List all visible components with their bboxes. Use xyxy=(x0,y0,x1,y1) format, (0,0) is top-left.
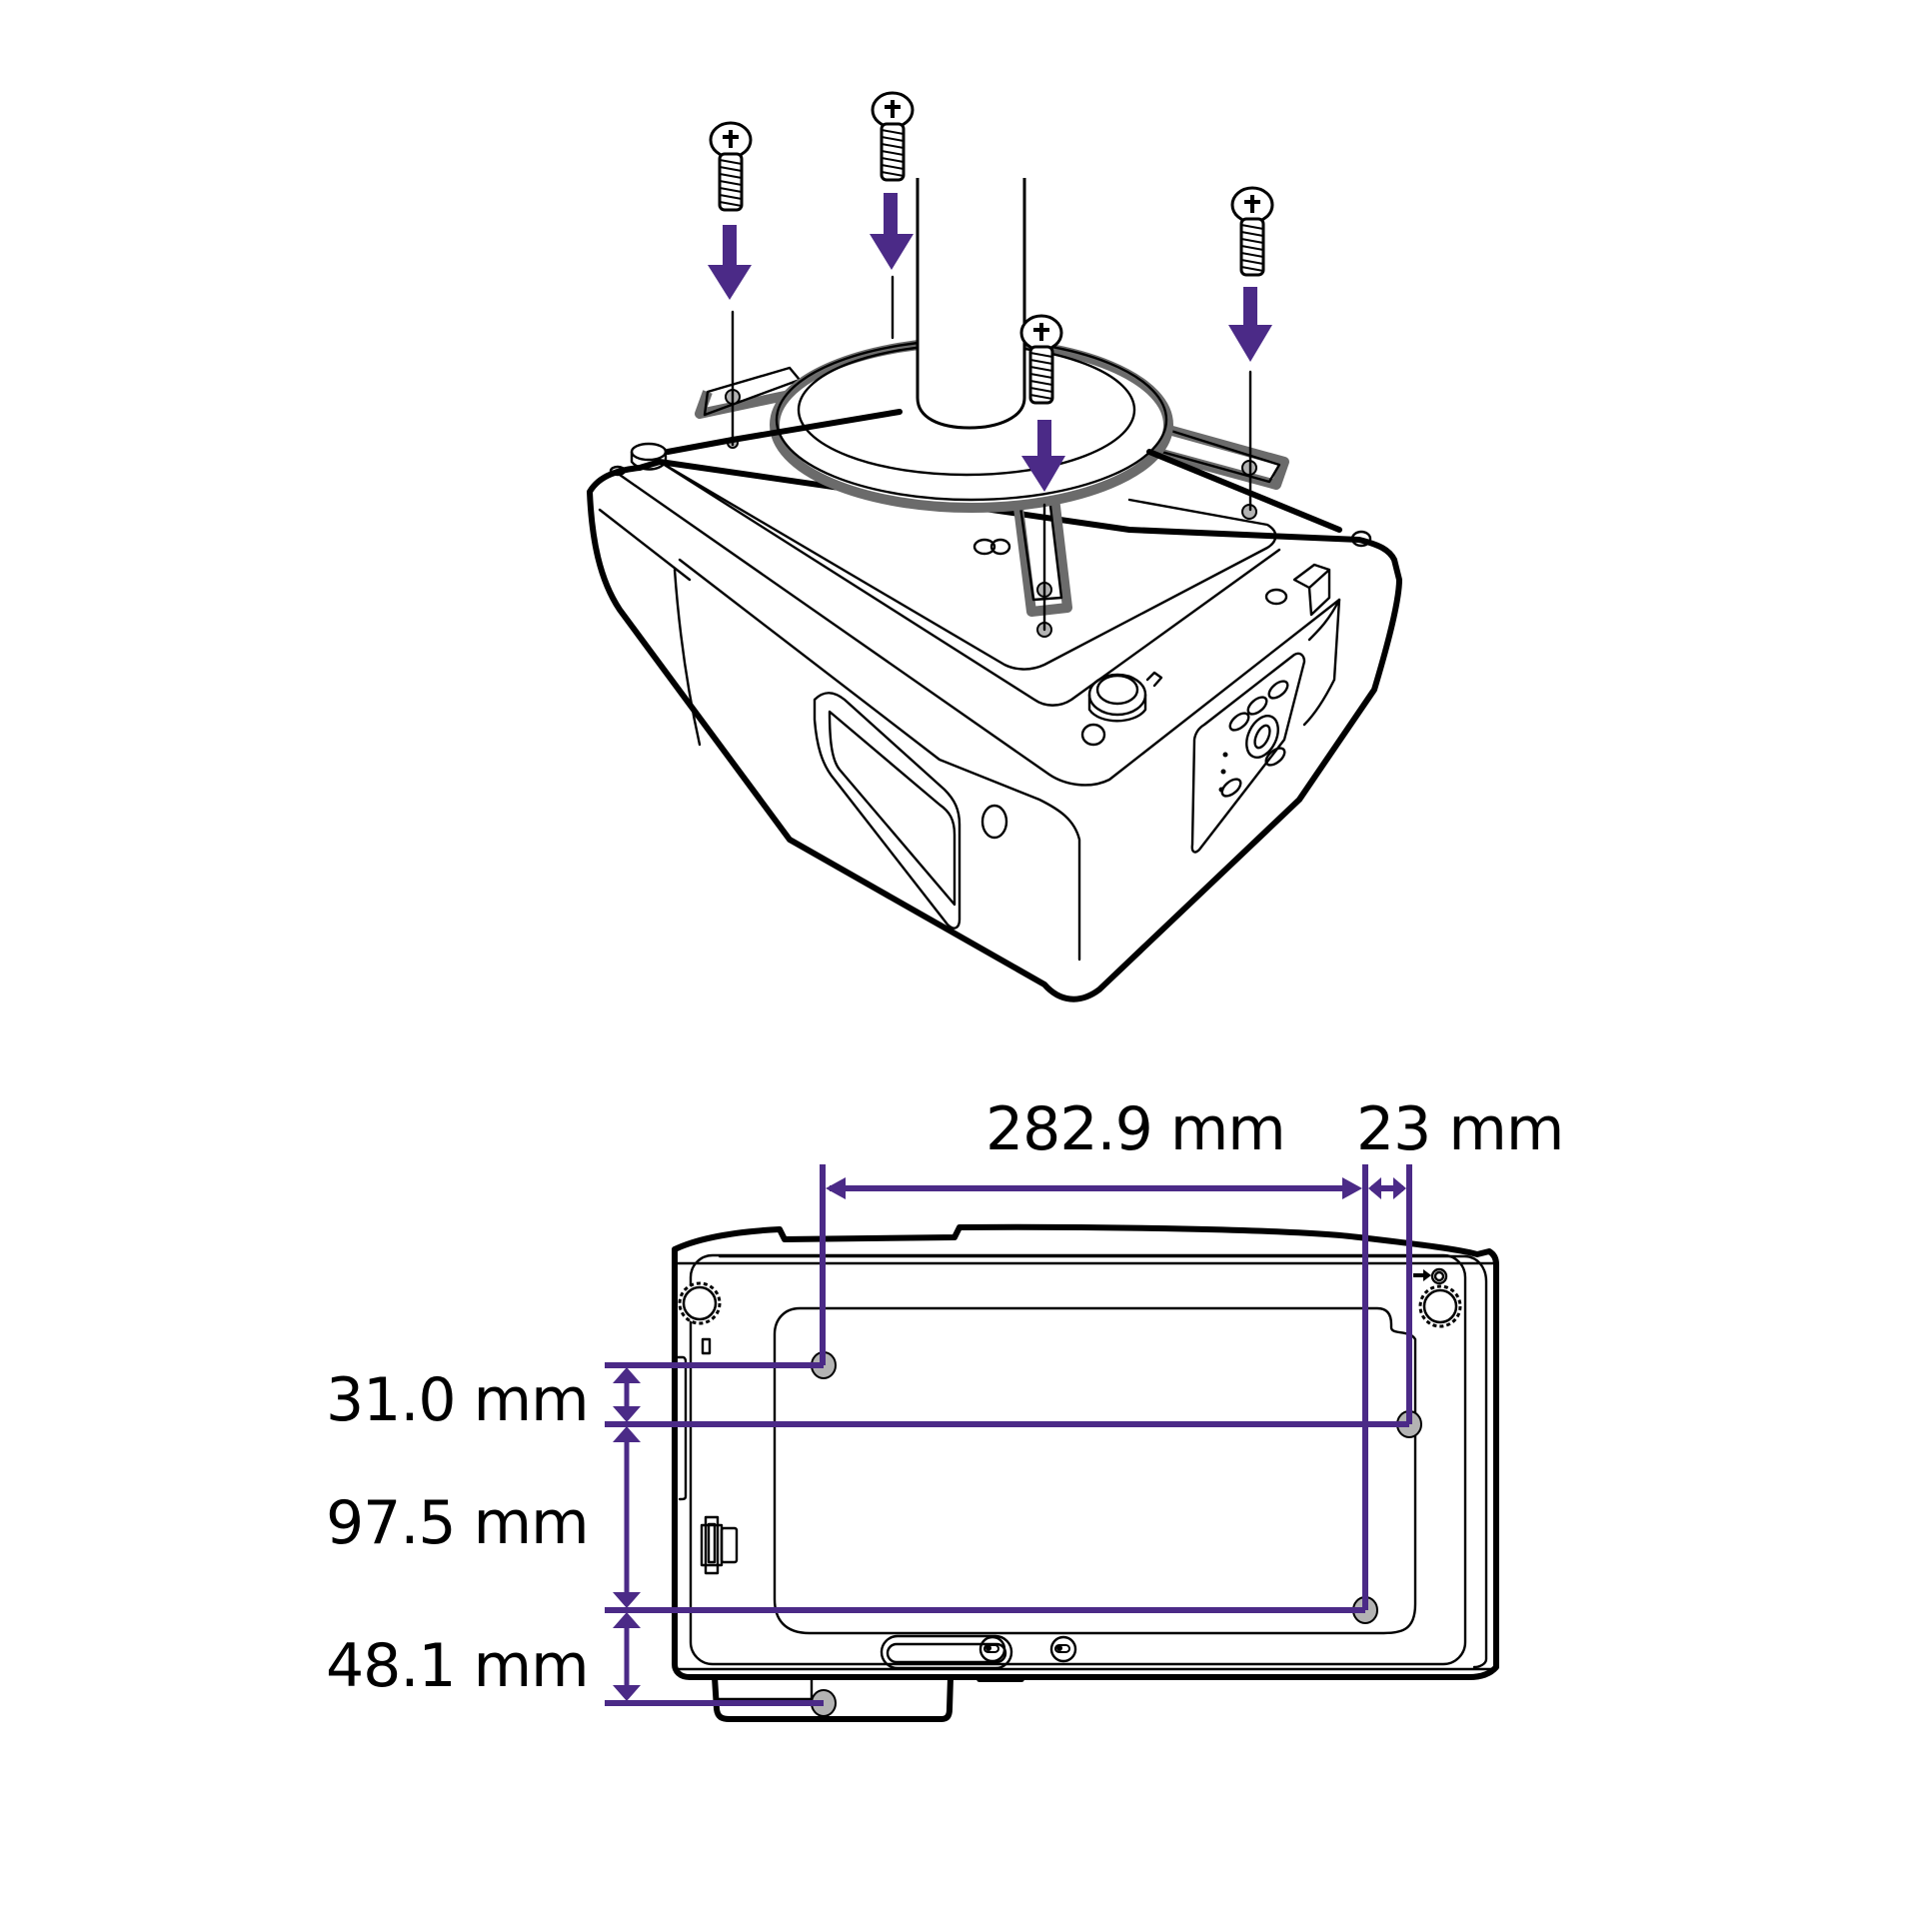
dimension-label-282-9: 282.9 mm xyxy=(985,1094,1286,1164)
projector-body xyxy=(587,442,1402,1002)
adjustment-foot-left xyxy=(678,1281,722,1325)
projector-mount-perspective-view xyxy=(587,91,1402,1002)
down-arrow-icon-4 xyxy=(1228,287,1272,362)
down-arrow-icon-2 xyxy=(870,193,914,270)
adjustment-foot-right xyxy=(1418,1284,1462,1328)
screw-icon-2 xyxy=(871,91,915,182)
arrow-marker-icon xyxy=(1413,1267,1448,1285)
screw-slot-icon-2 xyxy=(1049,1635,1077,1663)
dimension-label-31-0: 31.0 mm xyxy=(326,1365,590,1435)
dimension-label-48-1: 48.1 mm xyxy=(326,1631,590,1701)
projector-bottom-view xyxy=(605,1164,1499,1722)
screw-icon-4 xyxy=(1230,186,1274,277)
dimension-label-23: 23 mm xyxy=(1356,1094,1564,1164)
down-arrow-icons xyxy=(708,193,1272,492)
screw-icon-1 xyxy=(709,121,753,212)
down-arrow-icon-1 xyxy=(708,225,752,300)
screw-slot-icon-1 xyxy=(978,1635,1006,1663)
dimension-label-97-5: 97.5 mm xyxy=(326,1488,590,1558)
dimension-lines xyxy=(605,1164,1412,1706)
ceiling-mount-plate xyxy=(665,178,1342,638)
down-arrow-icon-3 xyxy=(1021,420,1065,492)
